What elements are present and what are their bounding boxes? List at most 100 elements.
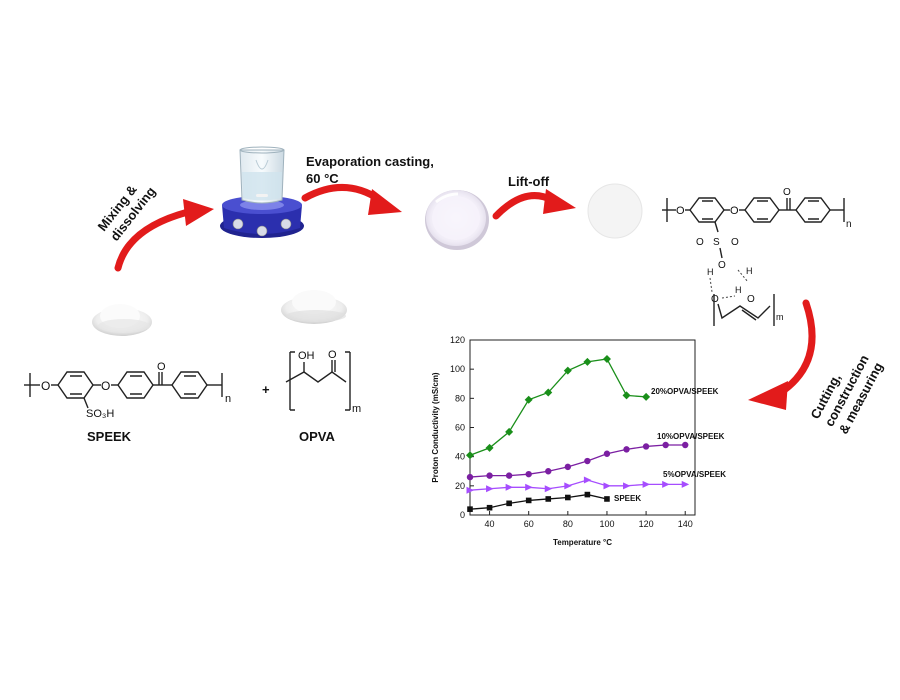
arrow-cutting [748, 299, 816, 410]
composite-h2: H [746, 266, 753, 276]
x-tick-label: 100 [599, 519, 614, 529]
chart-x-axis-title: Temperature °C [553, 538, 612, 547]
composite-s-o1: O [696, 237, 704, 248]
data-point [565, 494, 571, 501]
chart-axes [469, 339, 696, 516]
data-point [642, 480, 651, 488]
speek-so3h: SO₃H [86, 408, 114, 420]
label-cutting: Cutting, construction & measuring [807, 352, 885, 436]
arrow-liftoff [492, 189, 576, 220]
series-20-opva-speek: 20%OPVA/SPEEK [466, 354, 719, 460]
data-point [486, 504, 493, 511]
speek-structure: O O O n SO₃H SPEEK [24, 361, 231, 444]
speek-carbonyl-o: O [157, 361, 166, 373]
data-point [682, 441, 689, 449]
speek-o2: O [101, 379, 110, 393]
data-point [583, 357, 592, 366]
x-tick-label: 140 [678, 519, 693, 529]
data-point [584, 491, 591, 498]
data-point [525, 470, 532, 478]
data-point [545, 496, 552, 502]
data-point [584, 457, 591, 465]
composite-o2: O [730, 205, 739, 217]
composite-s-o3: O [718, 260, 726, 271]
beaker-stirrer-image [220, 146, 304, 238]
data-point [563, 366, 572, 375]
data-point [604, 496, 610, 502]
series-label: 10%OPVA/SPEEK [657, 432, 725, 441]
petri-dish-image [425, 190, 489, 250]
composite-o1: O [676, 205, 685, 217]
data-point [486, 485, 494, 493]
chart-series: 20%OPVA/SPEEK 10%OPVA/SPEEK 5%OPVA/SPEEK SP… [466, 354, 726, 512]
composite-carbonyl-o: O [783, 187, 791, 198]
series-5-opva-speek: 5%OPVA/SPEEK [466, 470, 726, 494]
data-point [623, 446, 630, 453]
series-label: SPEEK [614, 494, 641, 503]
x-tick-label: 60 [524, 519, 534, 529]
speek-label: SPEEK [87, 429, 132, 444]
data-point [603, 482, 611, 490]
data-point [564, 463, 572, 471]
opva-oh: OH [298, 350, 315, 362]
data-point [466, 473, 474, 481]
arrow-evaporation [301, 184, 402, 215]
label-evaporation-line2: 60 °C [306, 171, 339, 186]
arrow-mixing [114, 199, 214, 272]
opva-m: m [352, 403, 361, 415]
data-point [505, 427, 514, 436]
composite-o4: O [747, 294, 755, 305]
opva-powder-image [281, 290, 347, 324]
label-liftoff: Lift-off [508, 174, 550, 189]
opva-label: OPVA [299, 429, 335, 444]
composite-h1: H [707, 267, 714, 277]
y-tick-label: 80 [455, 393, 465, 403]
data-point [525, 483, 533, 491]
y-tick-label: 40 [455, 452, 465, 462]
data-point [642, 443, 650, 450]
data-point [466, 486, 474, 494]
data-point [602, 354, 611, 363]
data-point [564, 482, 572, 490]
speek-n: n [225, 393, 231, 405]
plus-sign: + [262, 382, 270, 397]
composite-s: S [713, 237, 720, 248]
composite-s-o2: O [731, 237, 739, 248]
y-tick-label: 120 [450, 335, 465, 345]
series-line [469, 493, 608, 510]
series-speek: SPEEK [467, 491, 641, 512]
label-mixing-dissolving: Mixing & dissolving [95, 182, 159, 244]
data-point [642, 392, 651, 401]
data-point [681, 480, 690, 488]
composite-h3: H [735, 285, 742, 295]
series-line [469, 358, 647, 456]
series-line [469, 479, 686, 491]
chart-frame [469, 339, 696, 516]
opva-structure: OH O m OPVA [285, 349, 361, 444]
opva-carbonyl-o: O [328, 349, 337, 361]
composite-structure: O O O n S O O O H H O H O m [662, 187, 852, 326]
chart-y-axis-title: Proton Conductivity (mS/cm) [431, 372, 440, 483]
data-point [544, 388, 553, 397]
y-tick-label: 0 [460, 510, 465, 520]
y-tick-label: 100 [450, 364, 465, 374]
composite-m: m [776, 312, 784, 322]
series-label: 5%OPVA/SPEEK [663, 470, 726, 479]
x-tick-label: 120 [639, 519, 654, 529]
series-label: 20%OPVA/SPEEK [651, 387, 719, 396]
data-point [525, 497, 532, 504]
data-point [524, 395, 533, 404]
x-tick-label: 40 [485, 519, 495, 529]
composite-o-h: O [711, 294, 719, 305]
series-10-opva-speek: 10%OPVA/SPEEK [466, 432, 725, 481]
data-point [466, 451, 474, 460]
data-point [505, 483, 514, 491]
data-point [544, 485, 553, 493]
data-point [662, 441, 669, 449]
data-point [505, 472, 513, 479]
y-tick-label: 20 [455, 481, 465, 491]
x-tick-label: 80 [563, 519, 573, 529]
speek-powder-image [92, 304, 152, 336]
